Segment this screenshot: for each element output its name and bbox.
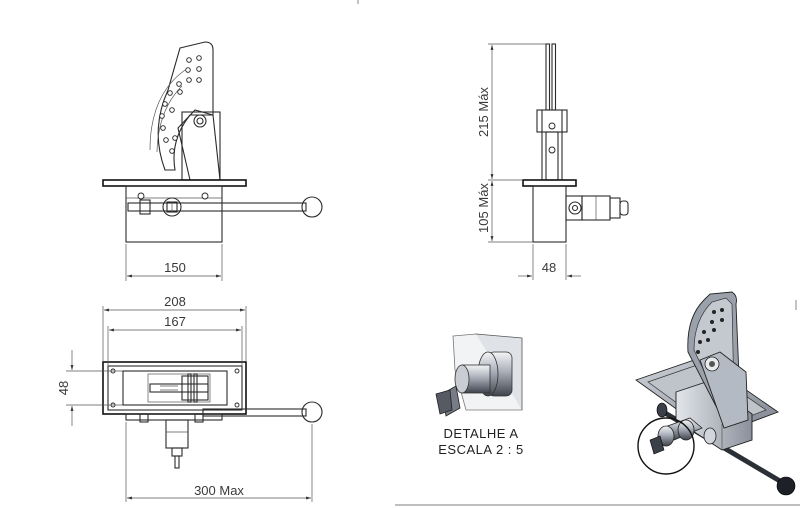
side-view: 215 Máx 105 Máx 48 <box>476 43 629 280</box>
dim-top-inner-width: 167 <box>164 314 186 329</box>
dim-side-width: 48 <box>542 260 556 275</box>
adjustment-holes <box>159 55 202 154</box>
front-view: 150 <box>102 41 323 281</box>
dim-side-height-lower: 105 Máx <box>476 183 491 233</box>
dim-top-outer-width: 208 <box>164 294 186 309</box>
dim-side-height-upper: 215 Máx <box>476 87 491 137</box>
dim-top-depth: 48 <box>56 381 71 395</box>
detail-a: DETALHE A ESCALA 2 : 5 <box>435 333 524 457</box>
sheet-frame <box>357 0 800 506</box>
isometric-view <box>635 291 796 496</box>
dim-top-overall: 300 Max <box>194 483 244 498</box>
iso-holes <box>696 308 724 354</box>
top-view: 208 167 48 300 Max <box>56 294 323 502</box>
detail-scale: ESCALA 2 : 5 <box>438 442 524 457</box>
detail-title: DETALHE A <box>443 426 518 441</box>
dim-front-width: 150 <box>164 260 186 275</box>
